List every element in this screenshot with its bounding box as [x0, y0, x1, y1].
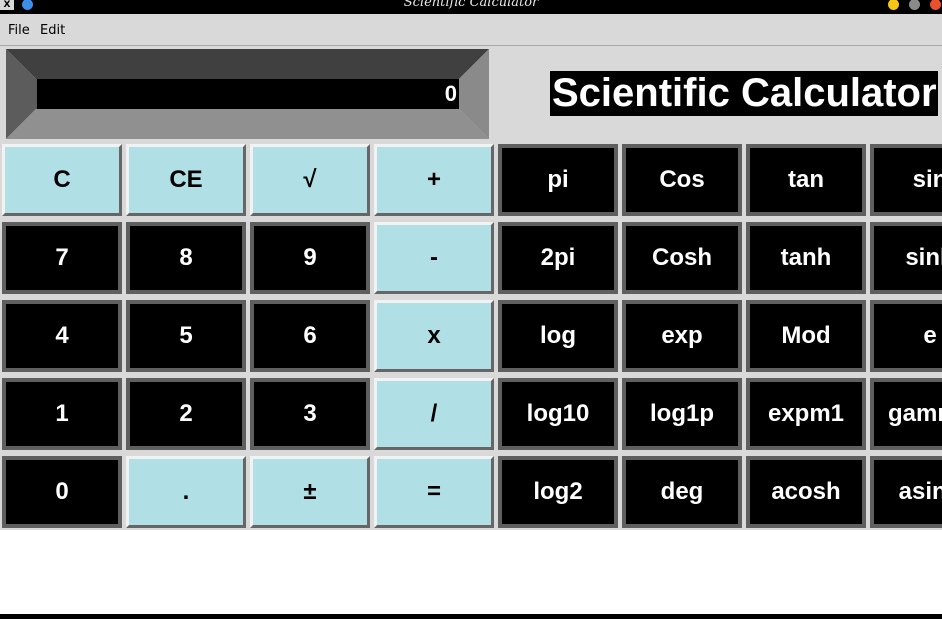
key-9[interactable]: 8 [126, 222, 246, 294]
keypad: CCE√+piCostansin789-2piCoshtanhsinh456xl… [0, 142, 942, 530]
menu-edit[interactable]: Edit [40, 23, 66, 38]
key-0[interactable]: C [2, 144, 122, 216]
key-33[interactable]: . [126, 456, 246, 528]
app-icon: X [0, 0, 14, 10]
key-10[interactable]: 9 [250, 222, 370, 294]
title-bar: X Scientific Calculator [0, 0, 942, 14]
key-5[interactable]: Cos [622, 144, 742, 216]
key-30[interactable]: expm1 [746, 378, 866, 450]
window-icon [22, 0, 33, 10]
maximize-button[interactable] [909, 0, 920, 10]
key-14[interactable]: tanh [746, 222, 866, 294]
key-28[interactable]: log10 [498, 378, 618, 450]
key-13[interactable]: Cosh [622, 222, 742, 294]
key-23[interactable]: e [870, 300, 942, 372]
key-2[interactable]: √ [250, 144, 370, 216]
key-37[interactable]: deg [622, 456, 742, 528]
key-27[interactable]: / [374, 378, 494, 450]
app-heading: Scientific Calculator [550, 71, 938, 116]
key-35[interactable]: = [374, 456, 494, 528]
key-25[interactable]: 2 [126, 378, 246, 450]
key-8[interactable]: 7 [2, 222, 122, 294]
key-7[interactable]: sin [870, 144, 942, 216]
display-field[interactable] [37, 79, 459, 109]
key-39[interactable]: asinh [870, 456, 942, 528]
key-16[interactable]: 4 [2, 300, 122, 372]
key-38[interactable]: acosh [746, 456, 866, 528]
key-19[interactable]: x [374, 300, 494, 372]
key-24[interactable]: 1 [2, 378, 122, 450]
key-11[interactable]: - [374, 222, 494, 294]
key-17[interactable]: 5 [126, 300, 246, 372]
key-3[interactable]: + [374, 144, 494, 216]
minimize-button[interactable] [888, 0, 899, 10]
key-32[interactable]: 0 [2, 456, 122, 528]
window-title: Scientific Calculator [403, 0, 539, 10]
key-29[interactable]: log1p [622, 378, 742, 450]
key-22[interactable]: Mod [746, 300, 866, 372]
key-12[interactable]: 2pi [498, 222, 618, 294]
key-1[interactable]: CE [126, 144, 246, 216]
key-15[interactable]: sinh [870, 222, 942, 294]
key-31[interactable]: gamma [870, 378, 942, 450]
close-button[interactable] [930, 0, 941, 10]
key-21[interactable]: exp [622, 300, 742, 372]
key-36[interactable]: log2 [498, 456, 618, 528]
menu-bar: File Edit [0, 14, 942, 46]
bottom-edge [0, 614, 942, 619]
key-4[interactable]: pi [498, 144, 618, 216]
menu-file[interactable]: File [8, 23, 30, 38]
key-34[interactable]: ± [250, 456, 370, 528]
key-18[interactable]: 6 [250, 300, 370, 372]
key-6[interactable]: tan [746, 144, 866, 216]
key-20[interactable]: log [498, 300, 618, 372]
key-26[interactable]: 3 [250, 378, 370, 450]
